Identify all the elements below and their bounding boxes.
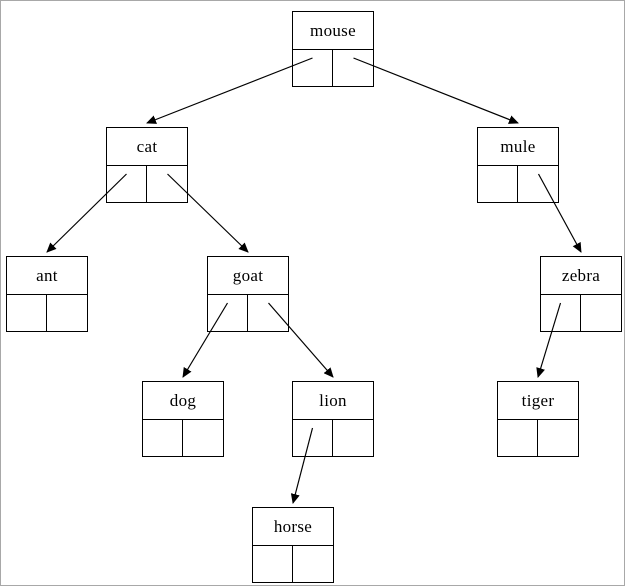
left-pointer-cell <box>253 546 293 582</box>
left-pointer-cell <box>208 295 248 331</box>
tree-node-goat: goat <box>207 256 289 332</box>
right-pointer-cell <box>47 295 87 331</box>
left-pointer-cell <box>143 420 183 456</box>
node-label: tiger <box>498 382 578 420</box>
node-pointer-row <box>498 420 578 456</box>
node-label: horse <box>253 508 333 546</box>
node-pointer-row <box>293 420 373 456</box>
node-pointer-row <box>541 295 621 331</box>
tree-node-tiger: tiger <box>497 381 579 457</box>
right-pointer-cell <box>518 166 558 202</box>
node-pointer-row <box>143 420 223 456</box>
right-pointer-cell <box>183 420 223 456</box>
right-pointer-cell <box>147 166 187 202</box>
node-pointer-row <box>208 295 288 331</box>
node-label: cat <box>107 128 187 166</box>
right-pointer-cell <box>293 546 333 582</box>
left-pointer-cell <box>107 166 147 202</box>
node-pointer-row <box>7 295 87 331</box>
left-pointer-cell <box>7 295 47 331</box>
tree-node-ant: ant <box>6 256 88 332</box>
node-label: goat <box>208 257 288 295</box>
tree-node-mule: mule <box>477 127 559 203</box>
right-pointer-cell <box>538 420 578 456</box>
left-pointer-cell <box>498 420 538 456</box>
right-pointer-cell <box>333 50 373 86</box>
right-pointer-cell <box>581 295 621 331</box>
tree-node-horse: horse <box>252 507 334 583</box>
node-label: zebra <box>541 257 621 295</box>
node-label: mouse <box>293 12 373 50</box>
left-pointer-cell <box>541 295 581 331</box>
tree-node-zebra: zebra <box>540 256 622 332</box>
left-pointer-cell <box>293 50 333 86</box>
left-pointer-cell <box>478 166 518 202</box>
tree-node-dog: dog <box>142 381 224 457</box>
right-pointer-cell <box>333 420 373 456</box>
node-label: lion <box>293 382 373 420</box>
node-pointer-row <box>107 166 187 202</box>
tree-node-lion: lion <box>292 381 374 457</box>
node-pointer-row <box>293 50 373 86</box>
tree-node-mouse: mouse <box>292 11 374 87</box>
tree-node-cat: cat <box>106 127 188 203</box>
node-label: mule <box>478 128 558 166</box>
node-label: dog <box>143 382 223 420</box>
node-pointer-row <box>253 546 333 582</box>
right-pointer-cell <box>248 295 288 331</box>
left-pointer-cell <box>293 420 333 456</box>
node-label: ant <box>7 257 87 295</box>
node-pointer-row <box>478 166 558 202</box>
